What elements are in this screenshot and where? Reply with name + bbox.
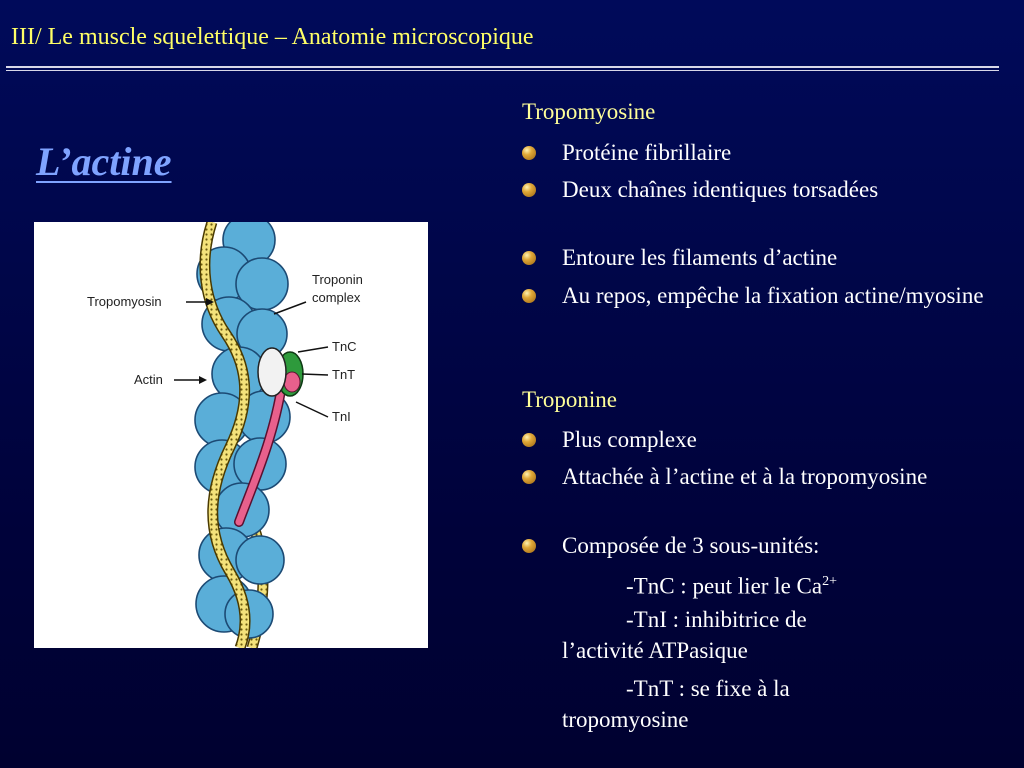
bullet-text: Deux chaînes identiques torsadées xyxy=(562,177,879,202)
actin-filament-figure: Tropomyosin Actin Troponin complex TnC T… xyxy=(34,222,428,648)
bullet-icon xyxy=(522,183,536,197)
label-tnc: TnC xyxy=(332,339,357,354)
label-tnt: TnT xyxy=(332,367,355,382)
label-tni: TnI xyxy=(332,409,351,424)
bullet-icon xyxy=(522,433,536,447)
slide-heading-link[interactable]: L’actine xyxy=(36,139,172,184)
label-arrowheads xyxy=(199,298,214,384)
label-lines xyxy=(174,301,329,418)
label-actin: Actin xyxy=(134,372,163,387)
tnt-subunit xyxy=(257,347,287,397)
subunit-tnc: -TnC : peut lier le Ca2+ xyxy=(626,566,837,602)
subunit-tnt: -TnT : se fixe à la xyxy=(626,676,790,701)
section-title-tropomyosine: Tropomyosine xyxy=(522,99,656,124)
bullet-icon xyxy=(522,539,536,553)
subunit-tni: -TnI : inhibitrice de xyxy=(626,607,807,632)
header-divider-thin xyxy=(6,70,999,71)
section-title-troponine: Troponine xyxy=(522,387,617,412)
subunit-tnt-continued: tropomyosine xyxy=(562,707,689,732)
label-complex: complex xyxy=(312,290,361,305)
bullet-text: Plus complexe xyxy=(562,427,697,452)
bullet-text: Entoure les filaments d’actine xyxy=(562,245,838,270)
bullet-icon xyxy=(522,146,536,160)
bullet-icon xyxy=(522,470,536,484)
slide-header-title: III/ Le muscle squelettique – Anatomie m… xyxy=(11,24,534,50)
bullet-icon xyxy=(522,289,536,303)
tropomyosin-strand-front-fill xyxy=(200,222,250,648)
label-troponin: Troponin xyxy=(312,272,363,287)
tni-tail-fill xyxy=(235,380,286,526)
bullet-text: Attachée à l’actine et à la tropomyosine xyxy=(562,464,928,489)
bullet-icon xyxy=(522,251,536,265)
subunit-tnc-text: -TnC : peut lier le Ca xyxy=(626,573,823,599)
subunit-tni-continued: l’activité ATPasique xyxy=(562,638,748,663)
actin-filament-diagram: Tropomyosin Actin Troponin complex TnC T… xyxy=(87,222,363,648)
bullet-text: Au repos, empêche la fixation actine/myo… xyxy=(562,283,984,308)
calcium-charge-superscript: 2+ xyxy=(822,574,837,589)
label-tropomyosin: Tropomyosin xyxy=(87,294,162,309)
header-divider xyxy=(6,66,999,68)
bullet-text: Composée de 3 sous-unités: xyxy=(562,533,820,558)
bullet-text: Protéine fibrillaire xyxy=(562,140,732,165)
